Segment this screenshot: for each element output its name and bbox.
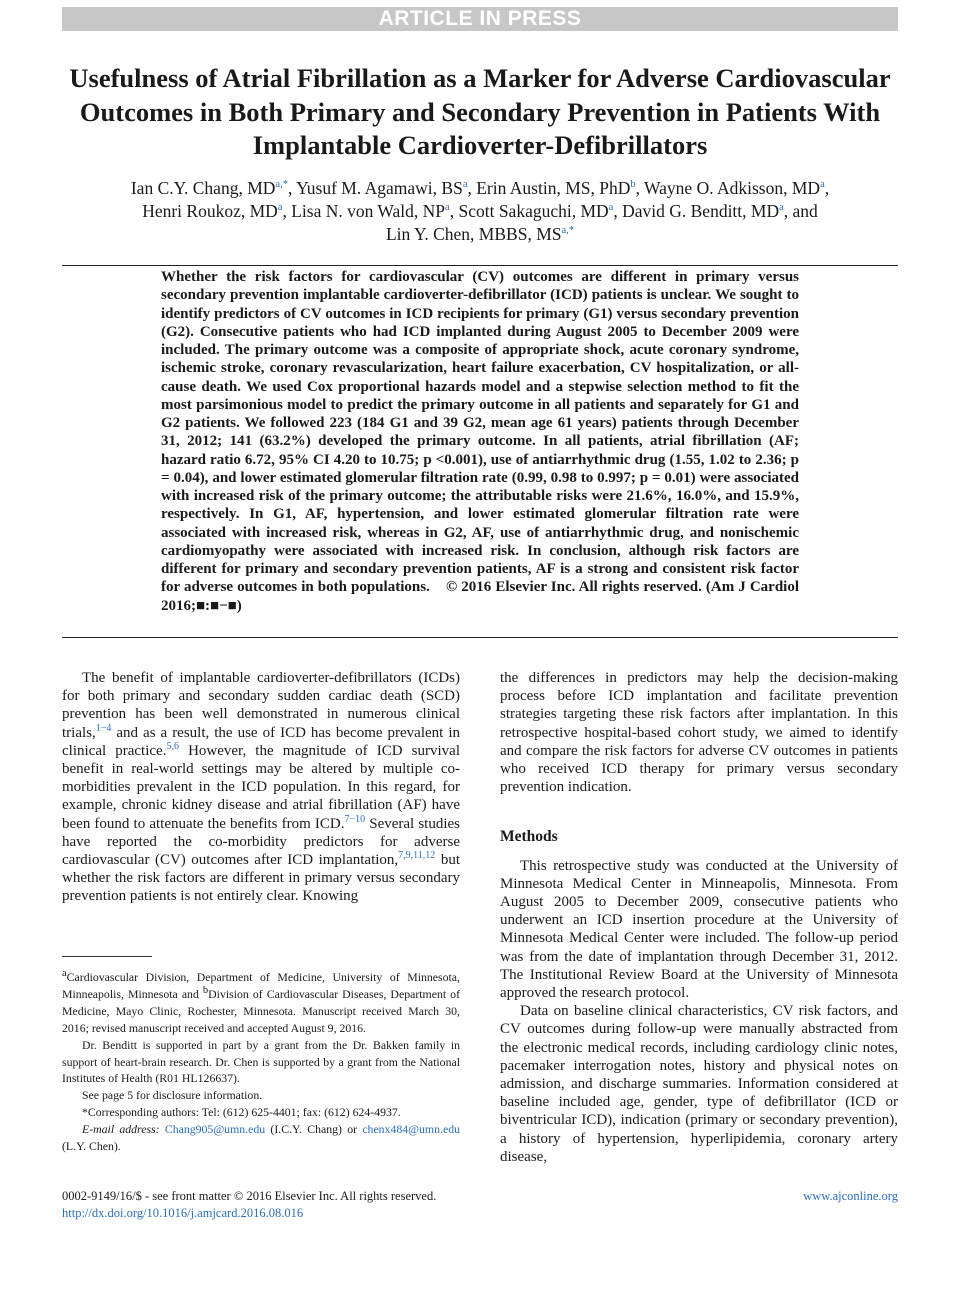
author-affiliation-marker[interactable]: b <box>630 179 636 191</box>
intro-paragraph: The benefit of implantable cardioverter-… <box>62 669 460 906</box>
intro-text: Several studies have reported the co-mor… <box>62 815 460 869</box>
author-affiliation-marker[interactable]: a <box>820 179 825 191</box>
abstract-bottom-rule <box>62 637 898 638</box>
intro-continued: the differences in predictors may help t… <box>500 670 898 796</box>
funding-note: Dr. Benditt is supported in part by a gr… <box>62 1037 460 1086</box>
author-name: Lisa N. von Wald, NP <box>291 201 446 221</box>
intro-text: and as a result, the use of ICD has beco… <box>62 724 460 759</box>
methods-heading: Methods <box>500 828 558 846</box>
author-separator: , <box>613 201 623 221</box>
footnote-rule <box>62 956 152 957</box>
affiliation-b: Division of Cardiovascular Diseases, Dep… <box>62 986 460 1035</box>
article-title: Usefulness of Atrial Fibrillation as a M… <box>69 63 891 160</box>
corresponding-note: *Corresponding authors: Tel: (612) 625-4… <box>82 1105 401 1120</box>
citation-link[interactable]: 7,9,11,12 <box>398 850 436 862</box>
article-in-press-banner: ARTICLE IN PRESS <box>62 7 898 31</box>
journal-website-link[interactable]: www.ajconline.org <box>803 1189 898 1203</box>
author-name: Scott Sakaguchi, MD <box>458 201 609 221</box>
email-label: E-mail address: <box>82 1122 160 1137</box>
author-affiliation-marker[interactable]: a <box>445 202 450 214</box>
author-separator: , and <box>783 201 818 221</box>
author-name: Lin Y. Chen, MBBS, MS <box>385 224 562 244</box>
author-separator: , <box>824 178 830 198</box>
author-affiliation-marker[interactable]: a,* <box>275 179 288 191</box>
copyright-line: © 2016 Elsevier Inc. All rights reserved… <box>161 579 800 614</box>
issn-line: 0002-9149/16/$ - see front matter © 2016… <box>62 1189 437 1203</box>
author-name: Henri Roukoz, MD <box>142 201 278 221</box>
email-owner: (L.Y. Chen). <box>62 1139 121 1154</box>
email-link[interactable]: chenx484@umn.edu <box>362 1122 460 1137</box>
methods-paragraph-2: Data on baseline clinical characteristic… <box>500 1003 898 1165</box>
footnotes: aCardiovascular Division, Department of … <box>62 968 460 1155</box>
affil-marker: a <box>62 968 67 980</box>
author-separator: , <box>287 178 297 198</box>
author-affiliation-marker[interactable]: a <box>462 179 468 191</box>
author-name: Ian C.Y. Chang, MD <box>130 178 276 198</box>
author-separator: , <box>449 201 459 221</box>
author-affiliation-marker[interactable]: a,* <box>561 225 575 237</box>
author-separator: , <box>467 178 477 198</box>
affiliations: aCardiovascular Division, Department of … <box>62 968 460 1037</box>
author-list: Ian C.Y. Chang, MDa,*, Yusuf M. Agamawi,… <box>40 177 920 246</box>
abstract-text: Whether the risk factors for cardiovascu… <box>161 269 799 596</box>
methods-paragraph-1: This retrospective study was conducted a… <box>500 857 898 1002</box>
disclosure-note: See page 5 for disclosure information. <box>82 1088 263 1103</box>
intro-text: The benefit of implantable cardioverter-… <box>62 670 460 741</box>
author-name: Erin Austin, MS, PhD <box>476 178 631 198</box>
citation-link[interactable]: 1−4 <box>95 722 112 734</box>
email-note: E-mail address: Chang905@umn.edu (I.C.Y.… <box>62 1121 460 1155</box>
author-name: Wayne O. Adkisson, MD <box>644 178 821 198</box>
author-name: Yusuf M. Agamawi, BS <box>296 178 463 198</box>
left-column: The benefit of implantable cardioverter-… <box>62 669 460 906</box>
author-affiliation-marker[interactable]: a <box>608 202 614 214</box>
doi-link[interactable]: http://dx.doi.org/10.1016/j.amjcard.2016… <box>62 1206 304 1220</box>
journal-footer: 0002-9149/16/$ - see front matter © 2016… <box>62 1188 436 1222</box>
author-separator: , <box>635 178 645 198</box>
right-column: the differences in predictors may help t… <box>500 669 898 1166</box>
affil-marker: b <box>202 984 209 996</box>
intro-text: but whether the risk factors are differe… <box>62 852 460 905</box>
affiliation-a: Cardiovascular Division, Department of M… <box>62 970 460 1001</box>
author-separator: , <box>282 201 292 221</box>
intro-text: However, the magnitude of ICD survival b… <box>62 742 461 832</box>
citation-link[interactable]: 7−10 <box>344 813 366 825</box>
author-affiliation-marker[interactable]: a <box>277 202 283 214</box>
email-link[interactable]: Chang905@umn.edu <box>164 1122 266 1137</box>
citation-link[interactable]: 5,6 <box>166 740 179 752</box>
abstract: Whether the risk factors for cardiovascu… <box>161 268 799 615</box>
email-owner: (I.C.Y. Chang) or <box>265 1122 363 1137</box>
author-name: David G. Benditt, MD <box>622 201 780 221</box>
abstract-top-rule <box>62 265 898 266</box>
author-affiliation-marker[interactable]: a <box>779 202 784 214</box>
